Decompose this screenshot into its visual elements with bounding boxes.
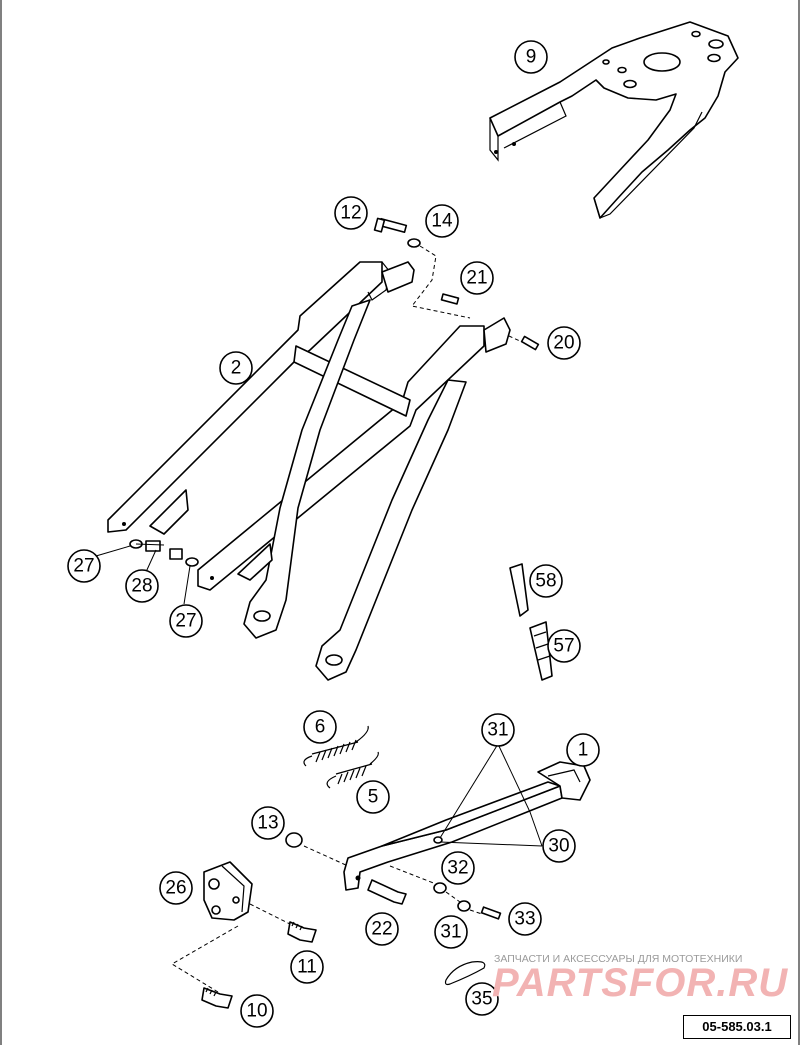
callout-35: 35	[465, 982, 499, 1016]
callout-27b: 27	[169, 604, 203, 638]
svg-text:14: 14	[431, 211, 453, 232]
spring-5	[326, 751, 379, 789]
svg-text:33: 33	[514, 909, 535, 930]
callout-33: 33	[508, 902, 542, 936]
callout-5: 5	[356, 780, 390, 814]
svg-text:1: 1	[578, 740, 589, 761]
bolt-10	[201, 987, 233, 1009]
svg-text:27: 27	[73, 556, 94, 577]
svg-text:20: 20	[553, 333, 574, 354]
callout-9: 9	[514, 40, 548, 74]
stand-bracket	[203, 861, 253, 921]
svg-text:13: 13	[257, 813, 278, 834]
svg-text:5: 5	[368, 787, 379, 808]
svg-text:10: 10	[246, 1001, 267, 1022]
watermark-logo: PARTSFOR.RU	[492, 961, 788, 1005]
spring-clip-35	[444, 961, 486, 986]
svg-text:9: 9	[526, 47, 537, 68]
rear-subframe	[107, 261, 511, 681]
decal-57	[529, 621, 553, 681]
bushing-31	[457, 900, 471, 912]
callout-27a: 27	[67, 549, 101, 583]
callout-32: 32	[441, 851, 475, 885]
svg-text:28: 28	[131, 576, 152, 597]
callout-20: 20	[547, 326, 581, 360]
callout-28: 28	[125, 569, 159, 603]
callout-58: 58	[529, 564, 563, 598]
svg-text:11: 11	[297, 957, 317, 978]
bolt-20	[520, 335, 540, 351]
callout-1: 1	[566, 733, 600, 767]
callout-31a: 31	[481, 713, 515, 747]
leader-lines	[95, 543, 543, 847]
callout-10: 10	[240, 994, 274, 1028]
callout-13: 13	[251, 806, 285, 840]
nut-13	[285, 832, 303, 848]
callout-57: 57	[547, 629, 581, 663]
side-stand	[343, 761, 591, 891]
callout-6: 6	[303, 710, 337, 744]
assembly-line	[411, 245, 471, 319]
reference-code: 05-585.03.1	[683, 1015, 791, 1039]
callout-26: 26	[159, 871, 193, 905]
svg-text:27: 27	[175, 611, 196, 632]
bolt-12	[373, 217, 408, 234]
callout-21: 21	[460, 261, 494, 295]
svg-text:22: 22	[371, 919, 392, 940]
callout-31b: 31	[434, 915, 468, 949]
svg-text:26: 26	[165, 878, 186, 899]
callout-12: 12	[334, 196, 368, 230]
svg-text:31: 31	[487, 720, 508, 741]
svg-text:35: 35	[471, 989, 492, 1010]
callout-11: 11	[290, 950, 324, 984]
svg-text:6: 6	[315, 717, 326, 738]
callouts: 9 12 14 21 20 2 27 28 27 58 57 6 31 1 5 …	[67, 40, 600, 1028]
svg-text:30: 30	[548, 836, 569, 857]
washer-27b	[185, 557, 199, 567]
svg-text:31: 31	[440, 922, 461, 943]
bolt-33	[480, 906, 502, 920]
callout-22: 22	[365, 912, 399, 946]
svg-text:12: 12	[340, 203, 361, 224]
svg-text:21: 21	[466, 268, 487, 289]
callout-2: 2	[219, 351, 253, 385]
callout-14: 14	[425, 204, 459, 238]
carrier-part	[489, 21, 739, 219]
svg-text:2: 2	[231, 358, 242, 379]
svg-text:58: 58	[535, 571, 556, 592]
bushing-32	[433, 882, 447, 894]
bolt-22	[367, 879, 407, 905]
watermark-tagline: ЗАПЧАСТИ И АКСЕССУАРЫ ДЛЯ МОТОТЕХНИКИ	[494, 953, 742, 965]
spring-6	[303, 725, 369, 767]
svg-text:57: 57	[553, 636, 574, 657]
svg-text:32: 32	[447, 858, 468, 879]
washer-14	[407, 238, 421, 248]
bolt-28	[145, 540, 183, 560]
callout-30: 30	[542, 829, 576, 863]
bolt-21	[440, 293, 460, 305]
strip-58	[509, 563, 529, 617]
bolt-11	[287, 921, 317, 943]
